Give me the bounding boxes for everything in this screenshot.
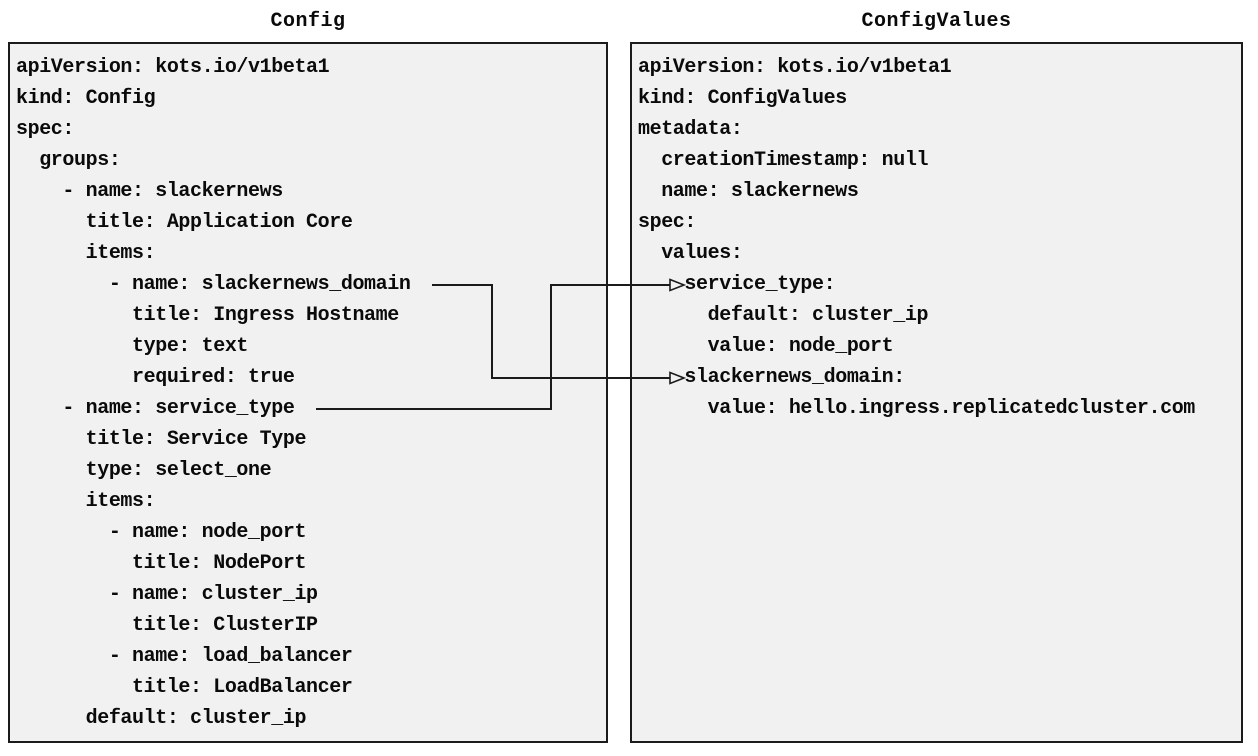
yaml-line-items-2: items: bbox=[16, 490, 156, 513]
yaml-line-spec: spec: bbox=[16, 118, 75, 141]
yaml-line-values: values: bbox=[638, 242, 743, 265]
yaml-line-kind: kind: Config bbox=[16, 87, 156, 110]
config-yaml-box: apiVersion: kots.io/v1beta1 kind: Config… bbox=[8, 42, 608, 743]
yaml-line-default: default: cluster_ip bbox=[16, 707, 307, 730]
yaml-line-items: items: bbox=[16, 242, 156, 265]
configvalues-title: ConfigValues bbox=[861, 10, 1012, 33]
yaml-line-item-title-loadbalancer: title: LoadBalancer bbox=[16, 676, 353, 699]
yaml-line-item-service-type: - name: service_type bbox=[16, 397, 295, 420]
yaml-line-item-title-nodeport: title: NodePort bbox=[16, 552, 307, 575]
yaml-line-item-required: required: true bbox=[16, 366, 295, 389]
yaml-line-item-load-balancer: - name: load_balancer bbox=[16, 645, 353, 668]
yaml-line-item-slackernews-domain: - name: slackernews_domain bbox=[16, 273, 411, 296]
yaml-line-item-type-text: type: text bbox=[16, 335, 249, 358]
yaml-line-service-type-value: value: node_port bbox=[638, 335, 894, 358]
yaml-line-value-slackernews-domain: slackernews_domain: bbox=[638, 366, 905, 389]
yaml-line-item-title-service: title: Service Type bbox=[16, 428, 307, 451]
yaml-line-apiversion: apiVersion: kots.io/v1beta1 bbox=[638, 56, 952, 79]
yaml-line-value-service-type: service_type: bbox=[638, 273, 836, 296]
yaml-line-creation-timestamp: creationTimestamp: null bbox=[638, 149, 929, 172]
yaml-line-slackernews-domain-value: value: hello.ingress.replicatedcluster.c… bbox=[638, 397, 1196, 420]
yaml-line-groups: groups: bbox=[16, 149, 121, 172]
yaml-line-item-cluster-ip: - name: cluster_ip bbox=[16, 583, 318, 606]
yaml-line-item-node-port: - name: node_port bbox=[16, 521, 307, 544]
yaml-line-apiversion: apiVersion: kots.io/v1beta1 bbox=[16, 56, 330, 79]
yaml-line-group-slackernews: - name: slackernews bbox=[16, 180, 283, 203]
yaml-line-kind: kind: ConfigValues bbox=[638, 87, 847, 110]
yaml-line-metadata-name: name: slackernews bbox=[638, 180, 859, 203]
configvalues-yaml-box: apiVersion: kots.io/v1beta1 kind: Config… bbox=[630, 42, 1243, 743]
yaml-line-item-type-select: type: select_one bbox=[16, 459, 272, 482]
yaml-line-group-title: title: Application Core bbox=[16, 211, 353, 234]
config-title: Config bbox=[270, 10, 346, 33]
yaml-line-service-type-default: default: cluster_ip bbox=[638, 304, 929, 327]
yaml-line-metadata: metadata: bbox=[638, 118, 743, 141]
yaml-line-item-title-ingress: title: Ingress Hostname bbox=[16, 304, 399, 327]
yaml-line-item-title-clusterip: title: ClusterIP bbox=[16, 614, 318, 637]
yaml-line-spec: spec: bbox=[638, 211, 697, 234]
